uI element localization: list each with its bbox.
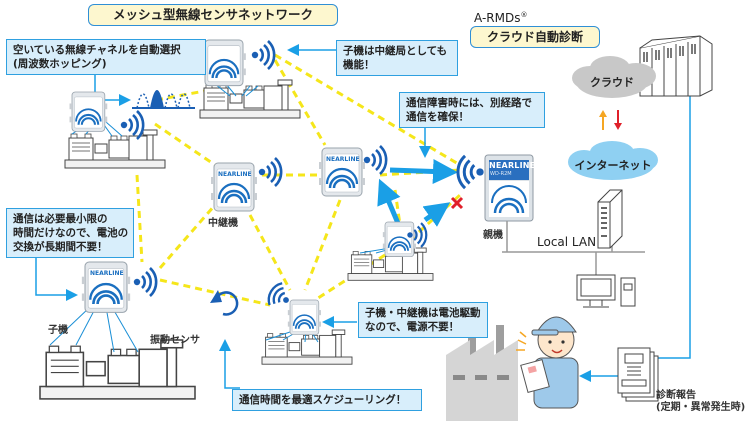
- wireless-signal-icon: [132, 266, 158, 298]
- large-pump-machine: [39, 339, 196, 400]
- cloud-shape: [572, 56, 656, 98]
- wireless-signal-icon: [456, 154, 486, 190]
- child-device: [68, 90, 109, 133]
- pump-machine: [261, 329, 353, 365]
- internet-label: インターネット: [574, 159, 652, 172]
- mesh-link: [135, 174, 144, 263]
- child-device: [200, 38, 248, 87]
- child-label: 子機: [48, 325, 68, 336]
- mesh-link: [155, 88, 211, 102]
- callout-line: 子機・中継機は電池駆動: [365, 307, 481, 319]
- report-line: [620, 90, 691, 359]
- parent-label: 親機: [483, 230, 503, 241]
- factory-icon: [446, 325, 518, 421]
- child-device: [286, 299, 322, 336]
- mesh-link: [248, 214, 292, 291]
- child-device-brand: NEARLINE: [90, 270, 124, 277]
- mesh-link: [273, 59, 327, 146]
- callout-line: 子機は中継局としても: [343, 45, 448, 57]
- route-arrow: [389, 158, 458, 184]
- upload-arrow-icon: [599, 110, 607, 130]
- link-failure-icon: [450, 196, 464, 210]
- callout-line: 交換が長期間不要！: [13, 241, 108, 253]
- datacenter-icon: [639, 35, 713, 97]
- callout-child-as-relay: 子機は中継局としても 機能！: [336, 40, 458, 76]
- mesh-link: [154, 122, 216, 167]
- pointer-schedule: [219, 339, 240, 389]
- cloud-diagnosis-title: クラウド自動診断: [470, 26, 600, 48]
- schedule-cycle-icon: [210, 290, 239, 316]
- relay-device-brand: NEARLINE: [218, 171, 252, 178]
- callout-line: (周波数ホッピング): [13, 58, 107, 70]
- callout-channel-select: 空いている無線チャネルを自動選択 (周波数ホッピング): [6, 39, 206, 75]
- mesh-link: [303, 199, 342, 291]
- local-lan-label: Local LAN: [537, 235, 597, 249]
- cloud-label: クラウド: [590, 76, 634, 89]
- route-arrow: [422, 202, 451, 227]
- engineer-illustration: [516, 316, 579, 409]
- report-label: 診断報告 (定期・異常発生時): [656, 390, 745, 414]
- relay-label: 中継機: [208, 218, 238, 229]
- parent-device-brand: NEARLINE: [489, 161, 536, 170]
- parent-device-model: WD-R2M: [490, 171, 512, 177]
- mesh-link: [158, 204, 217, 269]
- vibration-sensor-label: 振動センサ: [150, 335, 200, 346]
- callout-line: 機能！: [343, 59, 375, 71]
- callout-line: 空いている無線チャネルを自動選択: [13, 44, 181, 56]
- report-label-line: (定期・異常発生時): [656, 402, 746, 413]
- callout-line: 通信を確保！: [406, 111, 469, 123]
- registered-mark: ®: [520, 11, 528, 19]
- route-arrow: [377, 178, 403, 229]
- callout-battery-life: 通信は必要最小限の 時間だけなので、電池の 交換が長期間不要！: [6, 208, 134, 258]
- brand-name: A-RMDs®: [474, 11, 527, 25]
- callout-battery-powered: 子機・中継機は電池駆動 なので、電源不要！: [358, 302, 488, 338]
- pointer-battery: [35, 256, 78, 301]
- frequency-hopping-icon: [132, 90, 195, 109]
- callout-line: なので、電源不要！: [365, 321, 460, 333]
- mesh-link: [159, 278, 271, 307]
- parent-device: [484, 154, 534, 222]
- report-label-line: 診断報告: [656, 390, 696, 401]
- report-document-icon: [617, 347, 659, 402]
- mesh-network-title: メッシュ型無線センサネットワーク: [88, 4, 338, 26]
- callout-alternate-route: 通信障害時には、別経路で 通信を確保！: [399, 92, 545, 128]
- wireless-signal-icon: [250, 39, 276, 71]
- mesh-link: [408, 193, 462, 242]
- callout-line: 時間だけなので、電池の: [13, 227, 129, 239]
- wireless-signal-icon: [119, 109, 145, 141]
- relay-device-brand: NEARLINE: [326, 156, 360, 163]
- pc-icon: [576, 274, 636, 308]
- download-arrow-icon: [614, 110, 622, 130]
- wireless-signal-icon: [257, 156, 283, 188]
- server-icon: [597, 189, 623, 249]
- brand-text: A-RMDs: [474, 11, 521, 25]
- callout-line: 通信障害時には、別経路で: [406, 97, 532, 109]
- child-device: [381, 221, 417, 258]
- callout-line: 通信は必要最小限の: [13, 213, 108, 225]
- pump-machine: [64, 129, 166, 169]
- reroute-arrows: [377, 158, 458, 229]
- callout-scheduling: 通信時間を最適スケジューリング！: [232, 389, 422, 411]
- wireless-signal-icon: [362, 144, 388, 176]
- internet-cloud-shape: [568, 141, 658, 180]
